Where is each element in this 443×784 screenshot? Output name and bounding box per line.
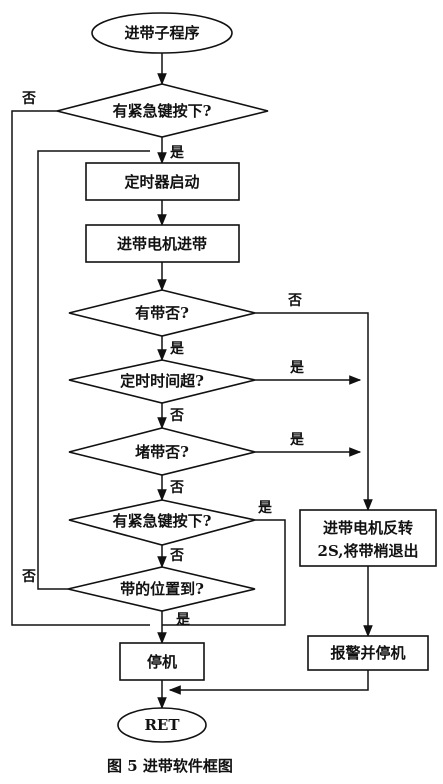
jam-label: 堵带否? bbox=[135, 443, 189, 461]
edge-emergency1-no bbox=[11, 110, 150, 626]
label-no-jam: 否 bbox=[169, 480, 184, 496]
edge-position-no bbox=[37, 150, 150, 590]
timeout-label: 定时时间超? bbox=[120, 372, 204, 390]
alarm-stop-label: 报警并停机 bbox=[330, 644, 405, 662]
label-yes-emergency2: 是 bbox=[258, 500, 273, 516]
timeout-decision bbox=[68, 359, 256, 404]
node-end: RET bbox=[117, 707, 207, 743]
node-timeout: 定时时间超? bbox=[68, 359, 256, 404]
edge-labels: 否 是 否 是 是 否 是 否 是 否 否 是 bbox=[21, 91, 305, 628]
timer-start-label: 定时器启动 bbox=[124, 173, 199, 191]
connectors bbox=[11, 53, 373, 710]
has-tape-decision bbox=[68, 289, 256, 337]
node-jam: 堵带否? bbox=[68, 427, 256, 476]
label-no-hastape: 否 bbox=[287, 293, 302, 309]
timer-start-process bbox=[85, 162, 240, 201]
position-decision bbox=[67, 566, 256, 612]
stop-process bbox=[119, 642, 205, 681]
label-yes-jam: 是 bbox=[290, 432, 305, 448]
label-yes-timeout: 是 bbox=[290, 360, 305, 376]
label-yes-emergency1: 是 bbox=[170, 145, 185, 161]
label-yes-hastape: 是 bbox=[170, 341, 185, 357]
feed-motor-label: 进带电机进带 bbox=[117, 235, 207, 253]
edge-emergency2-yes bbox=[162, 519, 286, 626]
emergency1-decision bbox=[56, 83, 269, 138]
alarm-stop-process bbox=[307, 635, 429, 671]
feed-motor-process bbox=[85, 224, 240, 263]
edge-hastape-no bbox=[255, 312, 373, 512]
node-has-tape: 有带否? bbox=[68, 289, 256, 337]
node-emergency2: 有紧急键按下? bbox=[68, 499, 256, 546]
reverse-label-line2: 2S,将带梢退出 bbox=[318, 542, 419, 560]
has-tape-label: 有带否? bbox=[135, 304, 189, 322]
node-reverse: 进带电机反转 2S,将带梢退出 bbox=[299, 509, 437, 567]
label-no-position: 否 bbox=[21, 569, 36, 585]
node-feed-motor: 进带电机进带 bbox=[85, 224, 240, 263]
reverse-label-line1: 进带电机反转 bbox=[323, 519, 413, 537]
emergency2-label: 有紧急键按下? bbox=[113, 512, 212, 530]
label-no-emergency2: 否 bbox=[169, 548, 184, 564]
end-label: RET bbox=[144, 716, 180, 734]
position-label: 带的位置到? bbox=[120, 580, 204, 598]
jam-decision bbox=[68, 427, 256, 476]
end-terminator bbox=[117, 707, 207, 743]
node-position: 带的位置到? bbox=[67, 566, 256, 612]
node-stop: 停机 bbox=[119, 642, 205, 681]
node-timer-start: 定时器启动 bbox=[85, 162, 240, 201]
node-emergency1: 有紧急键按下? bbox=[56, 83, 269, 138]
reverse-process bbox=[299, 509, 437, 567]
node-alarm-stop: 报警并停机 bbox=[307, 635, 429, 671]
start-label: 进带子程序 bbox=[124, 24, 199, 42]
emergency1-label: 有紧急键按下? bbox=[113, 102, 212, 120]
node-start: 进带子程序 bbox=[91, 12, 233, 54]
start-terminator bbox=[91, 12, 233, 54]
stop-label: 停机 bbox=[147, 653, 177, 671]
label-no-timeout: 否 bbox=[169, 408, 184, 424]
label-yes-position: 是 bbox=[176, 612, 191, 628]
figure-caption: 图 5 进带软件框图 bbox=[107, 757, 233, 775]
emergency2-decision bbox=[68, 499, 256, 546]
label-no-emergency1: 否 bbox=[21, 91, 36, 107]
edge-alarm-to-end bbox=[168, 670, 369, 695]
